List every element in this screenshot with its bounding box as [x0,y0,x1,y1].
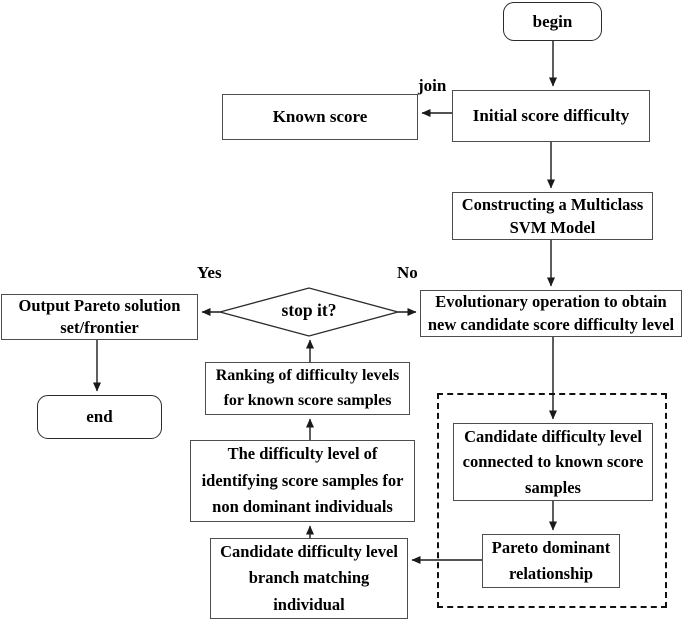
flowchart-node-initial-score-difficulty: Initial score difficulty [452,90,650,142]
flowchart-node-begin: begin [503,2,602,41]
flowchart-node-candidate-connected-known-score: Candidate difficulty level connected to … [453,423,653,501]
flowchart-node-difficulty-identifying-samples: The difficulty level of identifying scor… [190,440,415,522]
flowchart-node-end: end [37,395,162,439]
flow-arrows [93,41,557,564]
flowchart-node-output-pareto-solution: Output Pareto solution set/frontier [1,294,198,340]
dashed-group-region [437,393,667,608]
flowchart-node-candidate-branch-matching: Candidate difficulty level branch matchi… [210,538,408,619]
flowchart-node-constructing-svm-model: Constructing a Multiclass SVM Model [452,192,653,240]
flowchart-node-ranking-difficulty-levels: Ranking of difficulty levels for known s… [205,362,410,415]
flowchart-node-pareto-dominant-relationship: Pareto dominant relationship [482,534,620,588]
edge-label-join: join [418,76,447,95]
flowchart-node-known-score: Known score [222,94,418,140]
flowchart-node-evolutionary-operation: Evolutionary operation to obtain new can… [420,290,682,337]
edge-label-yes: Yes [197,263,222,282]
edge-label-no: No [397,263,418,282]
decision-stop-it-label: stop it? [281,300,337,320]
